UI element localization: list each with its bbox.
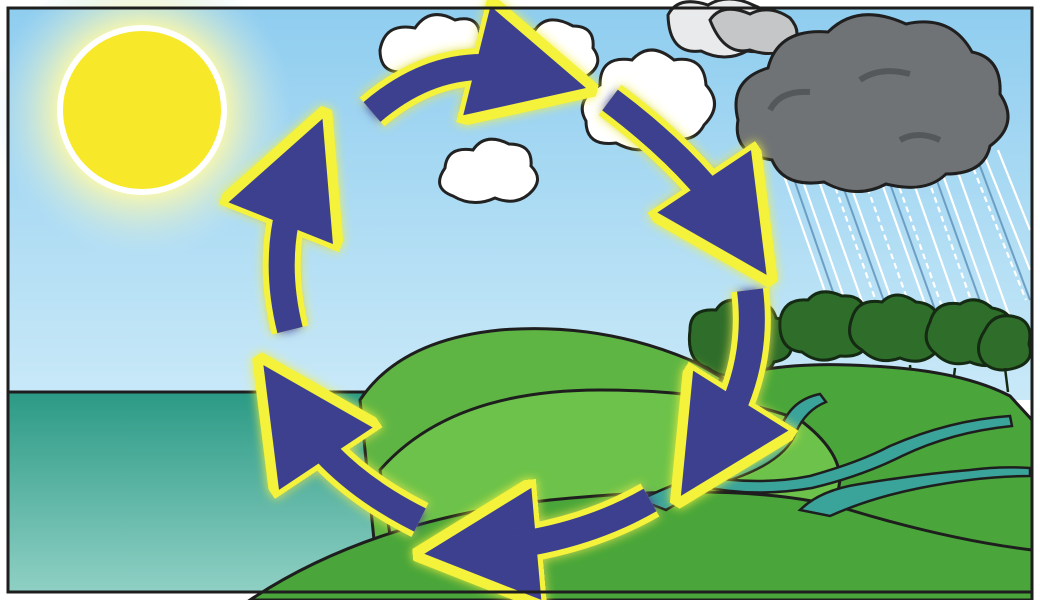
water-cycle-diagram (0, 0, 1040, 600)
